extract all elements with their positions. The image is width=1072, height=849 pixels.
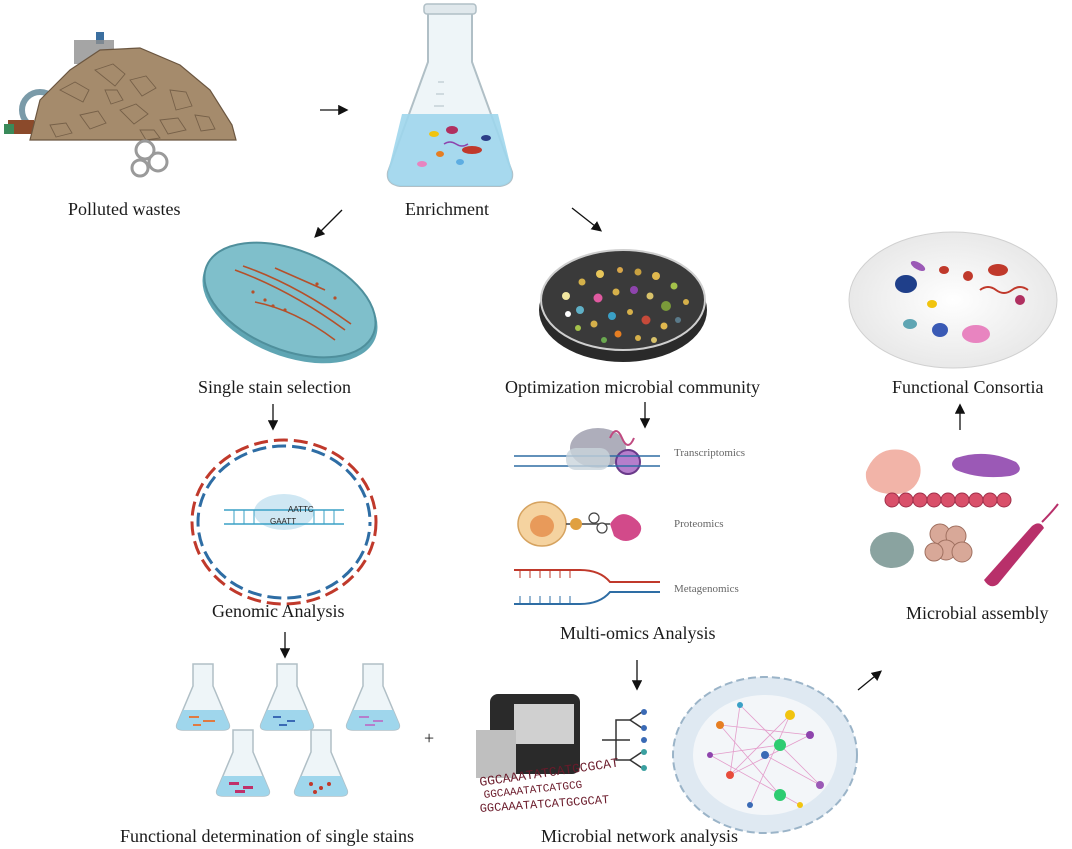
transcriptomics-illustration xyxy=(514,428,660,475)
genomic-dna-circle-illustration: AATTC GAATT xyxy=(190,438,378,606)
multi-omics-analysis-label: Multi-omics Analysis xyxy=(560,623,716,643)
optimization-label: Optimization microbial community xyxy=(505,377,760,397)
functional-consortia-illustration xyxy=(848,231,1058,369)
arrow-enrichment-to-optimization xyxy=(571,207,603,232)
metagenomics-illustration xyxy=(514,569,660,605)
genomic-analysis-label: Genomic Analysis xyxy=(212,601,345,621)
microbial-assembly-illustration xyxy=(865,449,1059,587)
polluted-wastes-label: Polluted wastes xyxy=(68,199,181,219)
community-plate-illustration xyxy=(539,249,707,362)
proteomics-illustration xyxy=(517,501,642,547)
functional-consortia-label: Functional Consortia xyxy=(892,377,1044,397)
microbial-network-analysis-label: Microbial network analysis xyxy=(541,826,738,846)
microbial-assembly-label: Microbial assembly xyxy=(906,603,1049,623)
functional-flasks-illustration xyxy=(175,663,401,797)
metagenomics-label: Metagenomics xyxy=(674,583,739,595)
arrow-enrichment-to-single xyxy=(314,209,343,238)
proteomics-label: Proteomics xyxy=(674,518,724,530)
dna-bottom-sequence: GAATT xyxy=(270,517,296,526)
single-strain-petri-dish-illustration xyxy=(202,241,378,364)
polluted-waste-pile-illustration xyxy=(4,32,237,178)
sequencer-illustration: GGCAAATATCATGCGCAT GGCAAATATCATGCG GGCAA… xyxy=(476,694,647,816)
enrichment-flask-illustration xyxy=(386,3,514,187)
plus-sign: + xyxy=(424,728,435,748)
dna-top-sequence: AATTC xyxy=(288,505,314,514)
functional-determination-label: Functional determination of single stain… xyxy=(120,826,414,846)
enrichment-label: Enrichment xyxy=(405,199,489,219)
single-stain-selection-label: Single stain selection xyxy=(198,377,351,397)
transcriptomics-label: Transcriptomics xyxy=(674,447,746,459)
network-cell-illustration xyxy=(672,676,858,834)
arrow-network-to-assembly xyxy=(857,670,883,691)
